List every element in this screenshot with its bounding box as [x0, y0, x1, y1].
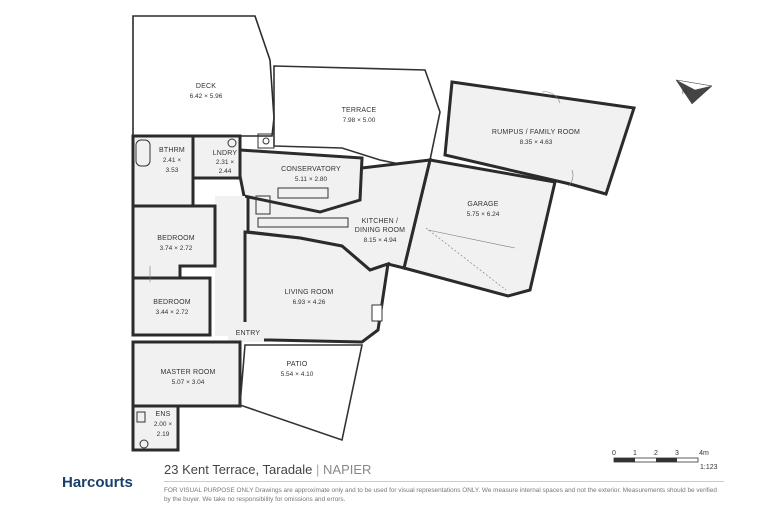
compass-icon: N	[675, 79, 713, 105]
laundry-area	[191, 134, 242, 180]
bedroom2-area	[131, 276, 212, 337]
master-label: MASTER ROOM	[160, 369, 215, 376]
garage-dim: 5.75 × 6.24	[467, 211, 500, 218]
bedroom2-dim: 3.44 × 2.72	[156, 309, 189, 316]
bathroom-dim1: 2.41 ×	[163, 157, 181, 164]
address-separator: |	[312, 462, 324, 477]
bedroom1-label: BEDROOM	[157, 235, 195, 242]
brand-logo: Harcourts	[62, 474, 133, 491]
conservatory-dim: 5.11 × 2.80	[295, 176, 328, 183]
disclaimer-text: FOR VISUAL PURPOSE ONLY Drawings are app…	[164, 487, 717, 503]
scale-tick-1: 1	[633, 450, 637, 457]
living-label: LIVING ROOM	[285, 289, 334, 296]
deck-label: DECK	[196, 83, 216, 90]
patio-area	[239, 344, 363, 442]
patio-label: PATIO	[287, 361, 308, 368]
kitchen-label-line1: KITCHEN /	[362, 218, 398, 225]
footer-divider	[164, 481, 724, 482]
garage-label: GARAGE	[467, 201, 498, 208]
bedroom2-label: BEDROOM	[153, 299, 191, 306]
conservatory-label: CONSERVATORY	[281, 166, 341, 173]
living-dim: 6.93 × 4.26	[293, 299, 326, 306]
master-dim: 5.07 × 3.04	[172, 379, 205, 386]
scale-bar: 0 1 2 3 4m 1:123	[612, 450, 718, 471]
patio-dim: 5.54 × 4.10	[281, 371, 314, 378]
kitchen-dim: 8.15 × 4.94	[364, 237, 397, 244]
scale-tick-4: 4m	[699, 450, 709, 457]
rumpus-area	[443, 80, 636, 196]
bathroom-label: BTHRM	[159, 147, 185, 154]
address-city: NAPIER	[323, 462, 372, 477]
compass-label: N	[682, 89, 687, 96]
bathroom-area	[131, 134, 195, 208]
laundry-dim2: 2.44	[219, 168, 232, 175]
entry-label: ENTRY	[236, 330, 261, 337]
rumpus-label: RUMPUS / FAMILY ROOM	[492, 129, 580, 136]
garage-area	[402, 158, 557, 298]
deck-area	[132, 15, 275, 137]
scale-ratio: 1:123	[700, 464, 718, 471]
ensuite-dim2: 2.19	[157, 431, 170, 438]
bedroom1-area	[131, 204, 217, 280]
laundry-dim1: 2.31 ×	[216, 159, 234, 166]
kitchen-label-line2: DINING ROOM	[355, 227, 405, 234]
bathroom-dim2: 3.53	[166, 167, 179, 174]
address-street: 23 Kent Terrace, Taradale	[164, 462, 313, 477]
ensuite-label: ENS	[156, 411, 171, 418]
scale-tick-3: 3	[675, 450, 679, 457]
deck-dim: 6.42 × 5.96	[190, 93, 223, 100]
property-address: 23 Kent Terrace, Taradale | NAPIER	[164, 462, 371, 477]
laundry-label: LNDRY	[213, 150, 238, 157]
scale-tick-2: 2	[654, 450, 658, 457]
terrace-label: TERRACE	[342, 107, 377, 114]
terrace-dim: 7.98 × 5.00	[343, 117, 376, 124]
ensuite-dim1: 2.00 ×	[154, 421, 172, 428]
hallway-area	[215, 196, 245, 336]
bedroom1-dim: 3.74 × 2.72	[160, 245, 193, 252]
rumpus-dim: 8.35 × 4.63	[520, 139, 553, 146]
entry-area	[228, 322, 264, 342]
terrace-area	[273, 65, 441, 167]
scale-tick-0: 0	[612, 450, 616, 457]
